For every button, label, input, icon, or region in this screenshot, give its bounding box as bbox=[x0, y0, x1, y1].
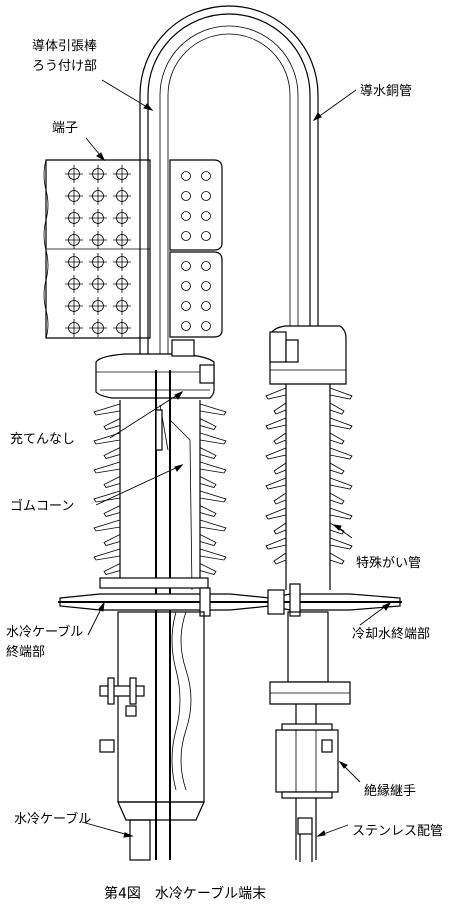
plate-hole bbox=[201, 211, 211, 221]
plate-hole bbox=[181, 321, 191, 331]
bolt-hole bbox=[65, 231, 83, 249]
bolt-hole bbox=[65, 187, 83, 205]
bolt-hole bbox=[89, 165, 107, 183]
right-bushing-sheds bbox=[265, 387, 353, 565]
bolt-hole bbox=[113, 253, 131, 271]
bolt-hole bbox=[113, 297, 131, 315]
bushing-shed bbox=[103, 563, 217, 575]
label-stainless-piping: ステンレス配管 bbox=[352, 824, 443, 839]
bolt-hole bbox=[89, 187, 107, 205]
bushing-shed bbox=[93, 548, 227, 561]
bolt-hole bbox=[89, 319, 107, 337]
bushing-shed bbox=[93, 490, 227, 503]
bolt-hole bbox=[65, 319, 83, 337]
plate-hole bbox=[201, 281, 211, 291]
bolt-hole bbox=[65, 253, 83, 271]
terminal-bolt-holes bbox=[65, 165, 131, 337]
plate-hole bbox=[201, 261, 211, 271]
label-terminal: 端子 bbox=[52, 121, 78, 136]
right-flange bbox=[267, 583, 402, 617]
bolt-hole bbox=[89, 297, 107, 315]
plate-hole bbox=[201, 171, 211, 181]
bushing-shed bbox=[273, 492, 345, 505]
bushing-shed bbox=[103, 418, 217, 430]
plate-hole bbox=[201, 301, 211, 311]
left-bushing-sheds bbox=[93, 403, 227, 575]
left-lower-body bbox=[99, 611, 205, 861]
label-water-cooled-term-line1: 水冷ケーブル bbox=[6, 624, 83, 640]
bushing-shed bbox=[265, 447, 353, 460]
bushing-shed bbox=[103, 505, 217, 517]
right-top-cap bbox=[269, 325, 347, 385]
label-cooling-water-term: 冷却水終端部 bbox=[352, 626, 430, 642]
plate-hole bbox=[181, 261, 191, 271]
bushing-shed bbox=[265, 387, 353, 400]
bolt-hole bbox=[113, 275, 131, 293]
bushing-shed bbox=[265, 507, 353, 520]
bushing-shed bbox=[93, 519, 227, 532]
label-water-cooled-cable: 水冷ケーブル bbox=[14, 811, 91, 827]
right-bushing-core bbox=[285, 384, 331, 590]
bolt-hole bbox=[113, 231, 131, 249]
bolt-hole bbox=[113, 165, 131, 183]
terminal-plate-holes bbox=[181, 171, 211, 331]
plate-hole bbox=[181, 301, 191, 311]
plate-hole bbox=[181, 191, 191, 201]
bolt-hole bbox=[65, 297, 83, 315]
bushing-shed bbox=[273, 552, 345, 565]
plate-hole bbox=[181, 171, 191, 181]
bushing-shed bbox=[265, 477, 353, 490]
bushing-shed bbox=[103, 534, 217, 546]
terminal-plate bbox=[169, 159, 223, 338]
bushing-shed bbox=[103, 476, 217, 488]
plate-hole bbox=[201, 231, 211, 241]
bushing-shed bbox=[265, 417, 353, 430]
plate-hole bbox=[201, 321, 211, 331]
bushing-shed bbox=[93, 432, 227, 445]
bushing-shed bbox=[93, 403, 227, 416]
bolt-hole bbox=[65, 275, 83, 293]
label-water-cooled-term-line2: 終端部 bbox=[6, 644, 45, 660]
bushing-shed bbox=[103, 447, 217, 459]
copper-water-tube bbox=[139, 5, 319, 360]
plate-hole bbox=[201, 191, 211, 201]
label-no-filling: 充てんなし bbox=[10, 431, 75, 447]
label-rod-brazed-line1: 導体引張棒 bbox=[32, 39, 97, 54]
label-copper-water-tube: 導水銅管 bbox=[360, 84, 412, 99]
stainless-piping bbox=[297, 817, 313, 862]
label-rod-brazed-line2: ろう付け部 bbox=[32, 59, 97, 74]
bolt-hole bbox=[65, 209, 83, 227]
plate-hole bbox=[181, 231, 191, 241]
insulating-joint bbox=[275, 723, 339, 799]
bolt-hole bbox=[89, 231, 107, 249]
bolt-hole bbox=[89, 209, 107, 227]
terminal-block bbox=[43, 159, 151, 339]
bolt-hole bbox=[89, 253, 107, 271]
left-bushing-core bbox=[119, 370, 201, 860]
bolt-hole bbox=[65, 165, 83, 183]
plate-hole bbox=[181, 281, 191, 291]
bolt-hole bbox=[89, 275, 107, 293]
bushing-shed bbox=[265, 537, 353, 550]
left-flange bbox=[58, 577, 272, 617]
label-insulating-joint: 絶縁継手 bbox=[364, 783, 416, 799]
label-rubber-cone: ゴムコーン bbox=[10, 498, 74, 514]
bushing-shed bbox=[273, 402, 345, 415]
bushing-shed bbox=[273, 462, 345, 475]
plate-hole bbox=[181, 211, 191, 221]
bolt-hole bbox=[113, 209, 131, 227]
label-special-bushing: 特殊がい管 bbox=[356, 556, 421, 571]
bushing-shed bbox=[273, 432, 345, 445]
leader-lines bbox=[81, 79, 392, 838]
bushing-shed bbox=[93, 461, 227, 474]
bolt-hole bbox=[113, 319, 131, 337]
bolt-hole bbox=[113, 187, 131, 205]
figure-caption: 第4図 水冷ケーブル端末 bbox=[104, 885, 266, 902]
